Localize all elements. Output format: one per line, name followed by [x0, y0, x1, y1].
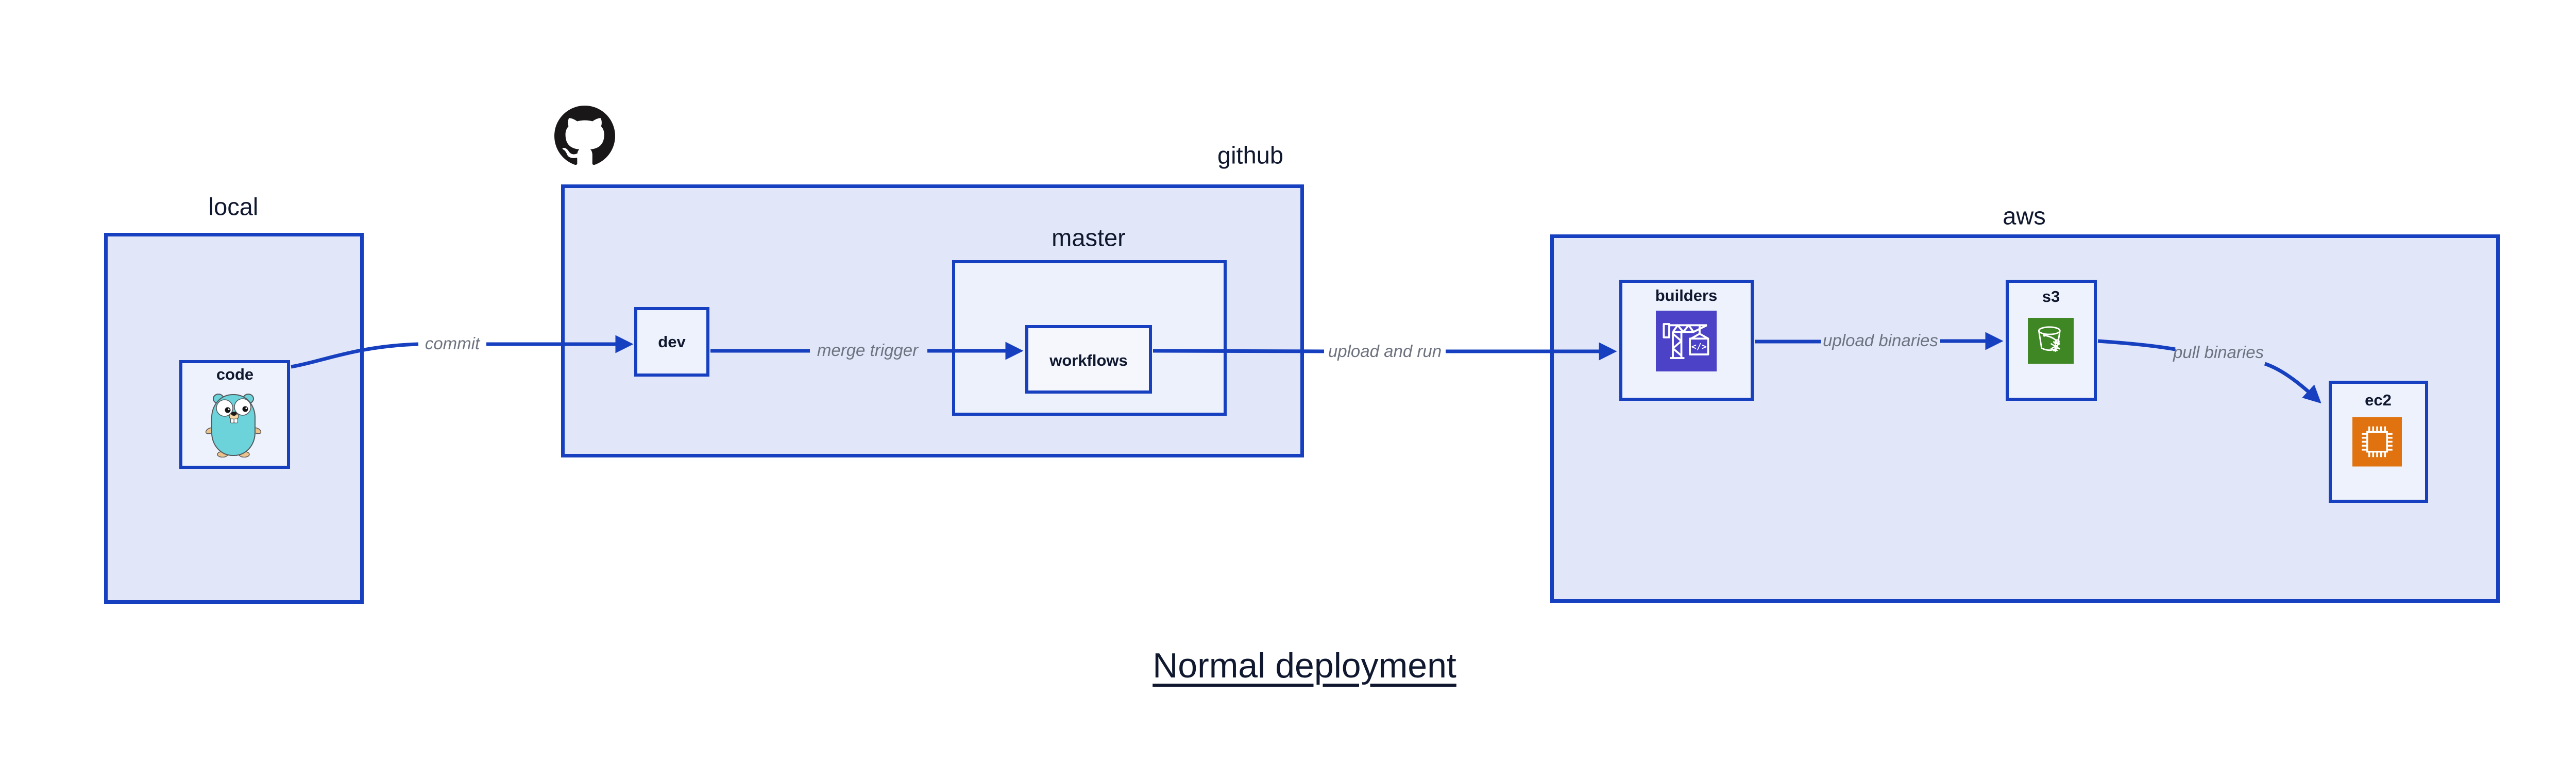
- node-label-workflows: workflows: [1049, 351, 1128, 369]
- svg-text:</>: </>: [1691, 342, 1707, 352]
- aws-s3-bucket-icon: [2028, 318, 2074, 364]
- edge-label-upload-and-run: upload and run: [1328, 342, 1442, 361]
- edge-label-upload-binaries: upload binaries: [1823, 331, 1938, 350]
- edge-commit-line-a: [291, 342, 419, 369]
- edge-label-merge-trigger: merge trigger: [817, 341, 919, 360]
- edge-label-commit: commit: [425, 334, 480, 353]
- group-label-master: master: [1052, 224, 1126, 251]
- node-label-builders: builders: [1655, 286, 1718, 304]
- edge-label-pull-binaries: pull binaries: [2173, 343, 2264, 362]
- group-label-aws: aws: [2003, 202, 2046, 230]
- edge-pull-binaries-line-a: [2097, 339, 2176, 351]
- group-label-local: local: [208, 193, 259, 220]
- github-octocat-icon: [554, 106, 615, 166]
- node-label-ec2: ec2: [2365, 391, 2392, 409]
- diagram-title: Normal deployment: [1153, 646, 1456, 685]
- go-gopher-icon: [205, 392, 262, 458]
- node-label-dev: dev: [658, 333, 686, 351]
- node-label-code: code: [216, 365, 254, 383]
- node-box-workflows: [1025, 325, 1152, 394]
- node-label-s3: s3: [2042, 287, 2060, 305]
- aws-ec2-chip-icon: [2352, 417, 2402, 467]
- group-label-github: github: [1217, 141, 1284, 169]
- node-box-dev: [634, 307, 709, 377]
- edge-pull-binaries-line-b: [2264, 362, 2321, 404]
- aws-codebuild-icon: </>: [1655, 311, 1717, 371]
